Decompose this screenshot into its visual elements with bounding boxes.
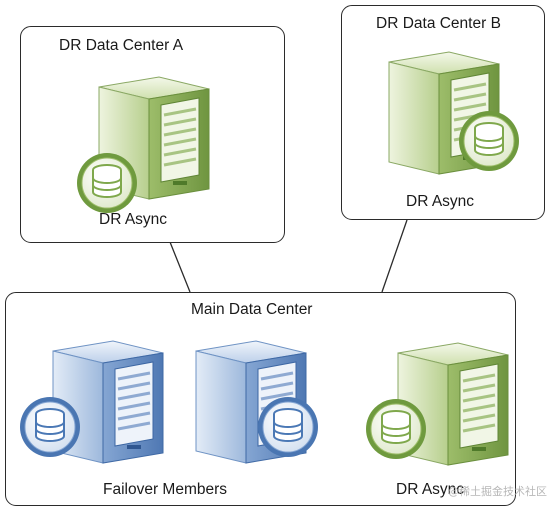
dr-async-label: DR Async [396,481,465,498]
node-title: DR Data Center B [376,15,501,32]
dr-data-center-b-node: DR Data Center B DR Async [341,5,545,220]
node-label: DR Async [99,211,168,228]
node-label: DR Async [406,193,475,210]
edge-dr-b-to-main [381,219,408,293]
green-database-server-icon [365,341,510,467]
dr-data-center-a-node: DR Data Center A DR Async [20,26,285,243]
node-title: DR Data Center A [59,37,184,54]
servers-area [19,339,510,467]
main-data-center-node: Main Data Center Failover Members DR Asy… [5,292,516,506]
node-title: Main Data Center [191,301,313,318]
blue-database-server-icon [194,339,319,465]
edge-dr-a-to-main [169,241,191,293]
failover-members-label: Failover Members [103,481,228,498]
blue-database-server-icon [19,339,165,465]
green-database-server-icon [76,75,211,214]
watermark: @稀土掘金技术社区 [448,485,547,498]
green-database-server-icon [387,50,520,176]
